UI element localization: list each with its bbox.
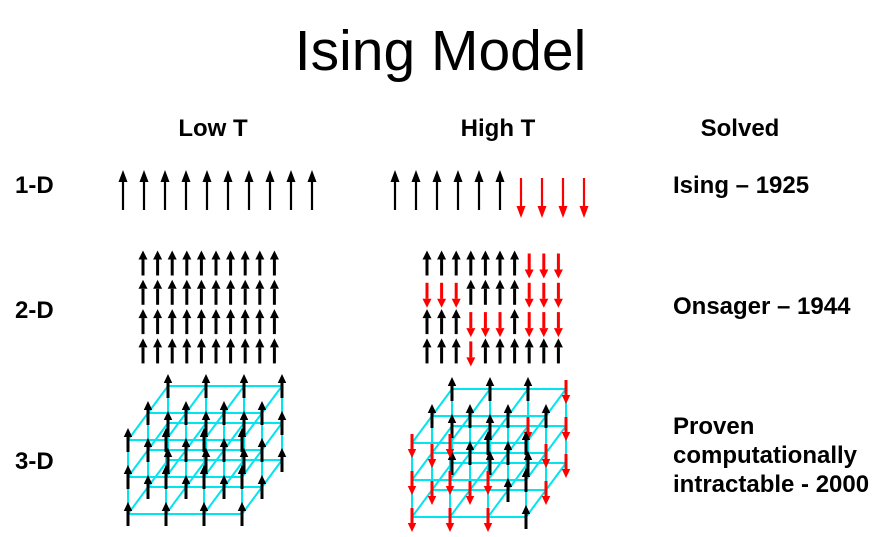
- spin-grid-2d-low-t: [138, 250, 279, 364]
- column-header-solved: Solved: [700, 115, 780, 142]
- spin-chain-1d-low-t: [118, 170, 317, 210]
- spin-chain-1d-high-t: [390, 170, 589, 218]
- solved-label-2d: Onsager – 1944: [673, 293, 851, 320]
- spin-lattice-3d-low-t: [123, 374, 287, 526]
- row-label-3d: 3-D: [15, 448, 54, 475]
- row-label-1d: 1-D: [15, 172, 54, 199]
- spin-lattice-3d-high-t: [407, 377, 571, 532]
- solved-label-1d: Ising – 1925: [673, 172, 810, 199]
- slide-title: Ising Model: [294, 19, 587, 83]
- spin-grid-2d-high-t: [422, 250, 563, 367]
- row-label-2d: 2-D: [15, 297, 54, 324]
- solved-label-3d: Proven computationally intractable - 200…: [673, 413, 870, 498]
- column-header-low-t: Low T: [178, 115, 248, 142]
- column-header-high-t: High T: [460, 115, 536, 142]
